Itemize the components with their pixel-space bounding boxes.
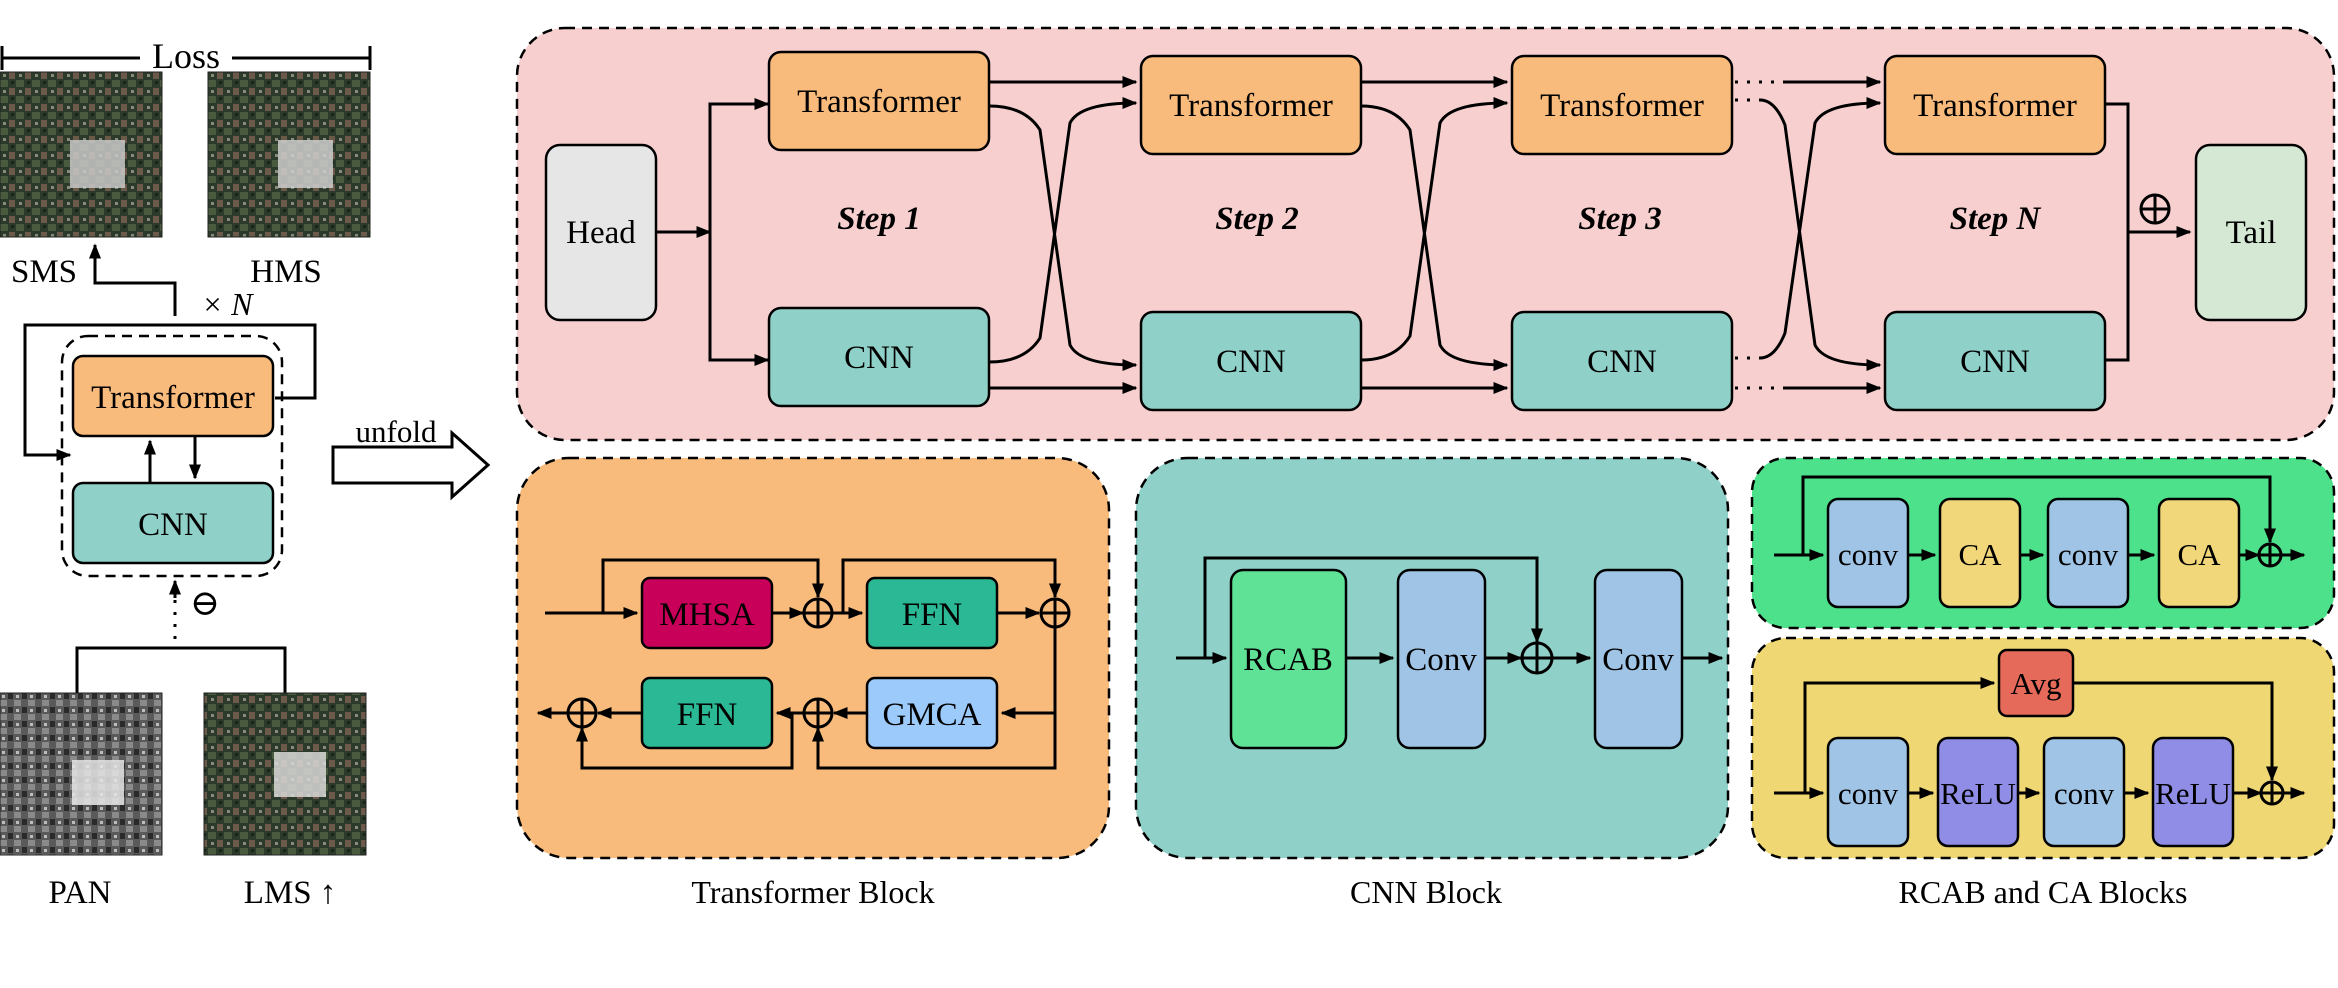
gmca-label: GMCA <box>882 697 981 733</box>
output-arrow <box>89 243 177 316</box>
cnn-box-left <box>71 481 275 565</box>
step-n-label: Step N <box>1950 201 2042 237</box>
pan-image <box>0 692 163 856</box>
sum-symbol-tb2 <box>1039 597 1071 629</box>
transformer-block-panel <box>515 456 1111 860</box>
step-1-label: Step 1 <box>837 201 920 237</box>
transformer-label-step2: Transformer <box>1169 88 1333 124</box>
cnn-box-step1 <box>767 306 991 408</box>
conv-label-2: Conv <box>1602 642 1674 678</box>
c2-to-t3 <box>1360 97 1509 362</box>
ffn-label-top: FFN <box>902 597 963 633</box>
sum-symbol-ca <box>2259 780 2285 806</box>
sum-symbol-tb4 <box>566 697 598 729</box>
times-n-label: × N <box>202 286 255 322</box>
rcab-label: RCAB <box>1243 642 1333 678</box>
cnn-label-step3: CNN <box>1587 344 1657 380</box>
rcab-conv-label-2: conv <box>2058 537 2119 572</box>
hms-image <box>207 71 371 238</box>
tb-skip1 <box>601 558 824 613</box>
transformer-label-step1: Transformer <box>797 84 961 120</box>
mhsa-label: MHSA <box>659 597 755 633</box>
rcab-ca-caption: RCAB and CA Blocks <box>1899 874 2188 910</box>
cb-skip <box>1203 556 1543 658</box>
tb-skip3 <box>812 713 1057 770</box>
unfold-label: unfold <box>356 414 437 449</box>
recurrent-loop <box>23 323 317 461</box>
tb-skip4 <box>576 713 794 770</box>
rcab-ca-2 <box>2157 497 2241 609</box>
tb-skip2 <box>841 558 1061 613</box>
sum-symbol-rcab <box>2257 542 2283 568</box>
transformer-box-step1 <box>767 50 991 152</box>
cnn-block-caption: CNN Block <box>1350 874 1502 910</box>
head-to-cnn-1 <box>708 232 770 366</box>
ca-conv-label-2: conv <box>2054 776 2115 811</box>
ca-conv-label-1: conv <box>1838 776 1899 811</box>
cnn-label-left: CNN <box>138 507 208 543</box>
input-branch <box>75 646 287 693</box>
ffn-label-bottom: FFN <box>677 697 738 733</box>
avg-to-sum <box>2073 681 2278 782</box>
relu-label-2: ReLU <box>2155 776 2231 811</box>
step-2-label: Step 2 <box>1215 201 1298 237</box>
cnn-box-step3 <box>1510 310 1734 412</box>
rcab-conv-1 <box>1826 497 1910 609</box>
loss-label: Loss <box>152 36 220 76</box>
transformer-box-step3 <box>1510 54 1734 156</box>
pan-label: PAN <box>49 875 112 911</box>
t1-to-c2 <box>988 104 1138 371</box>
rcab-conv-label-1: conv <box>1838 537 1899 572</box>
head-label: Head <box>566 215 636 251</box>
recurrent-module <box>60 334 284 578</box>
lms-label: LMS ↑ <box>244 875 337 911</box>
minus-symbol: ⊖ <box>190 583 220 623</box>
rcab-ca-1 <box>1938 497 2022 609</box>
sms-label: SMS <box>11 254 77 290</box>
rcab-skip <box>1801 475 2276 555</box>
sum-symbol-tb1 <box>802 597 834 629</box>
cnn-label-stepn: CNN <box>1960 344 2030 380</box>
unfold-arrow <box>331 429 491 501</box>
head-to-transformer-1 <box>708 98 770 232</box>
c1-to-t2 <box>988 97 1138 364</box>
conv-label-1: Conv <box>1405 642 1477 678</box>
ca-skip <box>1803 677 1996 793</box>
transformer-box-left <box>71 354 275 438</box>
cnn-label-step1: CNN <box>844 340 914 376</box>
transformer-block-caption: Transformer Block <box>691 874 934 910</box>
hms-label: HMS <box>250 254 322 290</box>
sms-image <box>0 71 163 238</box>
t3-to-cn <box>1759 98 1882 371</box>
transformer-label-step3: Transformer <box>1540 88 1704 124</box>
avg-label: Avg <box>2010 666 2061 701</box>
rcab-conv-2 <box>2046 497 2130 609</box>
sum-symbol-top <box>2139 193 2171 225</box>
transformer-label-left: Transformer <box>91 380 255 416</box>
rcab-ca-label-2: CA <box>2177 537 2221 572</box>
t2-to-c3 <box>1360 104 1509 371</box>
cnn-label-step2: CNN <box>1216 344 1286 380</box>
sum-symbol-cb <box>1520 641 1554 675</box>
tail-box <box>2194 143 2308 322</box>
lms-image <box>203 692 367 856</box>
sum-symbol-tb3 <box>802 697 834 729</box>
transformer-label-stepn: Transformer <box>1913 88 2077 124</box>
rcab-ca-label-1: CA <box>1958 537 2002 572</box>
relu-label-1: ReLU <box>1940 776 2016 811</box>
c3-to-tn <box>1759 97 1882 360</box>
step-3-label: Step 3 <box>1578 201 1661 237</box>
loss-bracket: Loss <box>0 36 372 76</box>
tail-label: Tail <box>2226 215 2277 251</box>
